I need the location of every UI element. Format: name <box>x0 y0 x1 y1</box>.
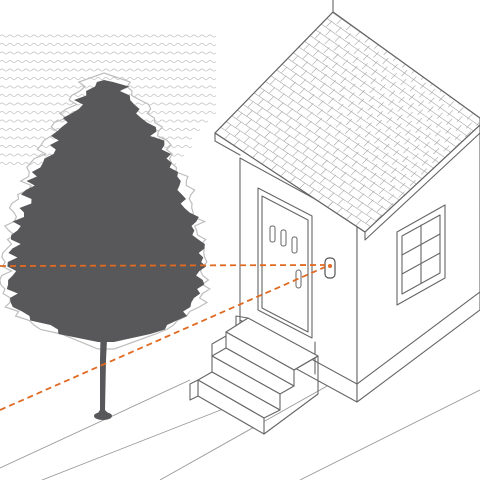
sensor-beam-horizontal <box>0 264 326 267</box>
wind-line <box>0 34 217 38</box>
tree-canopy <box>6 80 207 342</box>
door-sensor <box>324 257 336 279</box>
door-glass-slit <box>269 225 276 243</box>
sensor-beam-angled <box>0 266 326 411</box>
entry-steps <box>189 315 319 435</box>
wind-line <box>0 42 217 47</box>
tree-base <box>94 412 112 420</box>
wind-line <box>0 68 217 72</box>
house <box>189 0 480 435</box>
sensor-beams <box>0 264 326 411</box>
side-window <box>396 204 446 306</box>
door-glass-slit <box>291 236 298 254</box>
door-glass-slit <box>280 229 287 247</box>
wind-line <box>0 59 217 64</box>
wind-line <box>0 51 217 55</box>
roof <box>214 0 480 241</box>
front-door[interactable] <box>257 187 313 339</box>
wind-line <box>0 76 217 81</box>
